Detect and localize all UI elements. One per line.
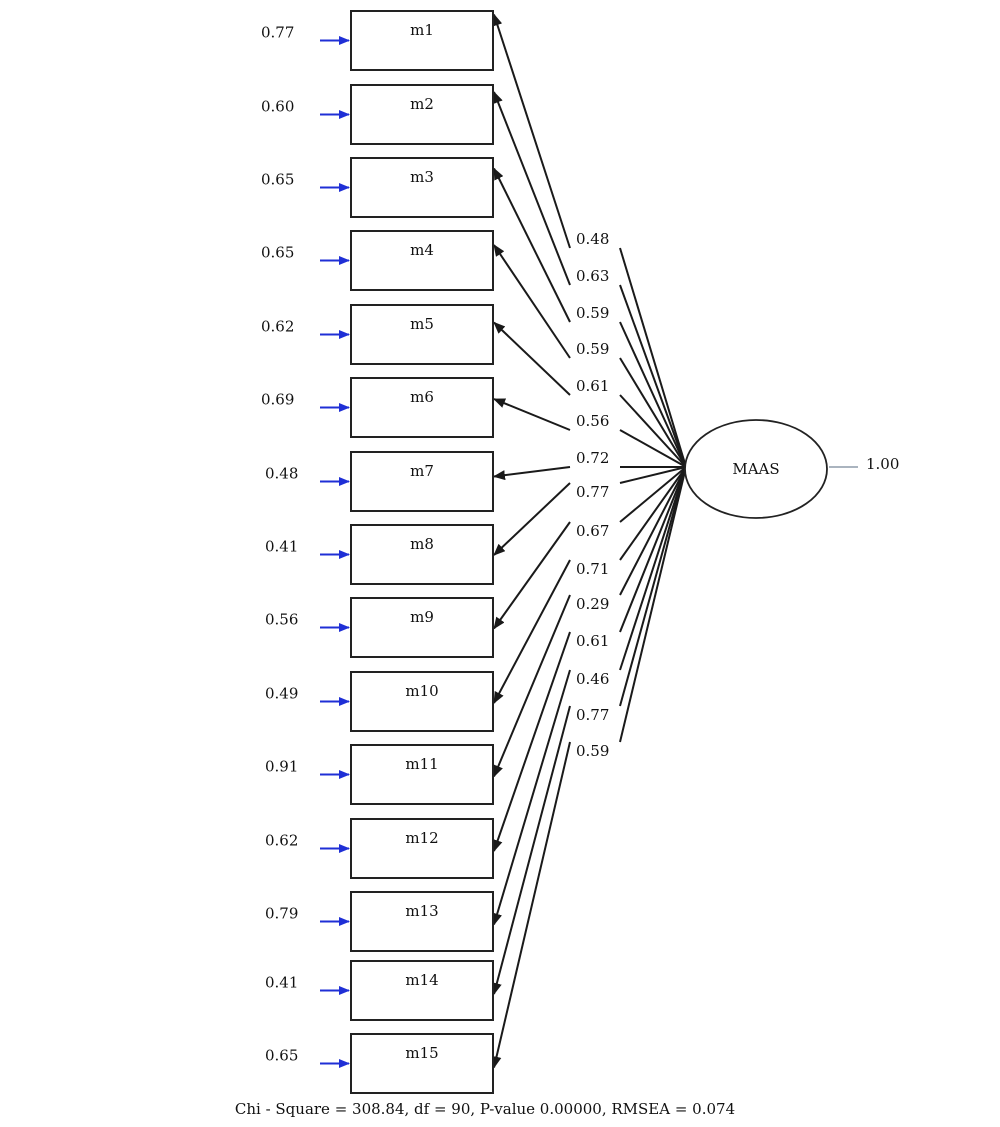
indicator-label: m7 — [410, 462, 434, 480]
factor-loading-label: 0.61 — [576, 632, 609, 650]
indicator-node-m9: m9 — [350, 597, 494, 658]
indicator-label: m12 — [405, 829, 438, 847]
indicator-label: m5 — [410, 315, 434, 333]
indicator-label: m6 — [410, 388, 434, 406]
indicator-node-m7: m7 — [350, 451, 494, 512]
loading-arrow — [491, 705, 571, 995]
latent-label: MAAS — [732, 460, 779, 478]
factor-loading-label: 0.59 — [576, 742, 609, 760]
indicator-node-m8: m8 — [350, 524, 494, 585]
loading-path-segment — [619, 321, 687, 468]
factor-loading-label: 0.77 — [576, 706, 609, 724]
factor-loading-label: 0.59 — [576, 340, 609, 358]
indicator-label: m8 — [410, 535, 434, 553]
loading-arrow — [493, 594, 571, 778]
loading-path-segment — [619, 429, 687, 468]
factor-loading-label: 0.71 — [576, 560, 609, 578]
loading-path-segment — [619, 466, 687, 707]
factor-loading-label: 0.77 — [576, 483, 609, 501]
indicator-label: m14 — [405, 971, 438, 989]
loading-arrow — [493, 466, 571, 481]
indicator-label: m4 — [410, 241, 434, 259]
error-variance-label: 0.91 — [265, 758, 298, 776]
indicator-node-m1: m1 — [350, 10, 494, 71]
loading-path-segment — [619, 247, 687, 468]
error-variance-label: 0.41 — [265, 538, 298, 556]
error-variance-label: 0.77 — [261, 24, 294, 42]
loading-arrow — [493, 559, 571, 704]
loading-path-segment — [619, 466, 687, 484]
indicator-label: m11 — [405, 755, 438, 773]
error-variance-label: 0.49 — [265, 685, 298, 703]
factor-loading-label: 0.61 — [576, 377, 609, 395]
error-variance-label: 0.79 — [265, 905, 298, 923]
indicator-node-m4: m4 — [350, 230, 494, 291]
factor-loading-label: 0.59 — [576, 304, 609, 322]
factor-loading-label: 0.46 — [576, 670, 609, 688]
indicator-label: m10 — [405, 682, 438, 700]
indicator-label: m3 — [410, 168, 434, 186]
factor-loading-label: 0.67 — [576, 522, 609, 540]
loading-arrow — [492, 631, 571, 852]
factor-loading-label: 0.72 — [576, 449, 609, 467]
error-variance-label: 0.65 — [265, 1047, 298, 1065]
loading-arrow — [492, 669, 571, 926]
loading-arrow — [492, 13, 571, 249]
indicator-node-m6: m6 — [350, 377, 494, 438]
indicator-node-m3: m3 — [350, 157, 494, 218]
indicator-label: m2 — [410, 95, 434, 113]
error-variance-label: 0.65 — [261, 244, 294, 262]
factor-loading-label: 0.48 — [576, 230, 609, 248]
loading-arrow — [493, 321, 571, 396]
loading-path-segment — [619, 284, 687, 468]
loading-arrow — [493, 244, 571, 359]
factor-loading-label: 0.29 — [576, 595, 609, 613]
loading-path-segment — [619, 394, 687, 468]
loading-path-segment — [619, 466, 687, 633]
loading-path-segment — [619, 466, 687, 523]
error-variance-label: 0.48 — [265, 465, 298, 483]
error-variance-label: 0.62 — [261, 318, 294, 336]
factor-loading-label: 0.63 — [576, 267, 609, 285]
error-variance-label: 0.60 — [261, 98, 294, 116]
loading-path-segment — [619, 466, 687, 671]
indicator-node-m15: m15 — [350, 1033, 494, 1094]
error-variance-label: 0.65 — [261, 171, 294, 189]
loading-arrow — [493, 482, 571, 556]
indicator-node-m12: m12 — [350, 818, 494, 879]
indicator-node-m10: m10 — [350, 671, 494, 732]
error-variance-label: 0.62 — [265, 832, 298, 850]
indicator-node-m5: m5 — [350, 304, 494, 365]
error-variance-label: 0.41 — [265, 974, 298, 992]
indicator-label: m9 — [410, 608, 434, 626]
loading-arrow — [493, 521, 571, 630]
indicator-node-m2: m2 — [350, 84, 494, 145]
loading-path-segment — [619, 466, 687, 596]
loading-arrow — [493, 398, 571, 431]
loading-arrow — [491, 741, 571, 1069]
indicator-node-m14: m14 — [350, 960, 494, 1021]
loading-path-segment — [619, 466, 687, 743]
loading-path-segment — [619, 466, 687, 561]
factor-loading-label: 0.56 — [576, 412, 609, 430]
loading-arrow — [493, 167, 571, 323]
loading-arrow — [493, 91, 571, 286]
indicator-node-m11: m11 — [350, 744, 494, 805]
latent-node-maas: MAAS — [684, 419, 828, 519]
indicator-label: m1 — [410, 21, 434, 39]
error-variance-label: 0.56 — [265, 611, 298, 629]
indicator-label: m15 — [405, 1044, 438, 1062]
indicator-node-m13: m13 — [350, 891, 494, 952]
indicator-label: m13 — [405, 902, 438, 920]
loading-path-segment — [619, 357, 687, 468]
error-variance-label: 0.69 — [261, 391, 294, 409]
latent-variance-label: 1.00 — [866, 455, 899, 473]
fit-statistics: Chi - Square = 308.84, df = 90, P-value … — [235, 1100, 735, 1118]
